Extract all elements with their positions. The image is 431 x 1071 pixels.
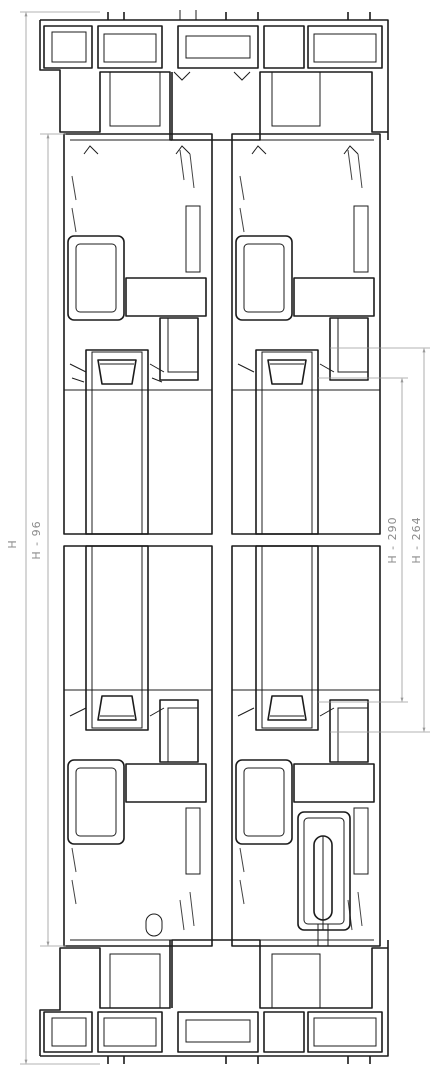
top-frame-profile xyxy=(39,10,389,141)
dimension-label-glazing-height-2: H - 264 xyxy=(410,516,423,563)
dimension-label-glazing-height-1: H - 290 xyxy=(386,516,399,563)
right-sash-upper xyxy=(231,133,381,535)
dimension-label-total-height: H xyxy=(6,539,19,548)
left-sash-upper xyxy=(63,133,213,535)
dimension-glazing-height-1 xyxy=(318,377,408,703)
dimension-sash-height xyxy=(40,133,66,947)
right-sash-lower xyxy=(231,545,381,947)
dimension-total-height xyxy=(20,11,100,1065)
left-sash-lower xyxy=(63,545,213,947)
dimension-label-sash-height: H - 96 xyxy=(30,520,43,559)
bottom-frame-profile xyxy=(39,939,389,1064)
dimension-glazing-height-2 xyxy=(330,347,430,733)
roller-assembly xyxy=(297,811,351,947)
